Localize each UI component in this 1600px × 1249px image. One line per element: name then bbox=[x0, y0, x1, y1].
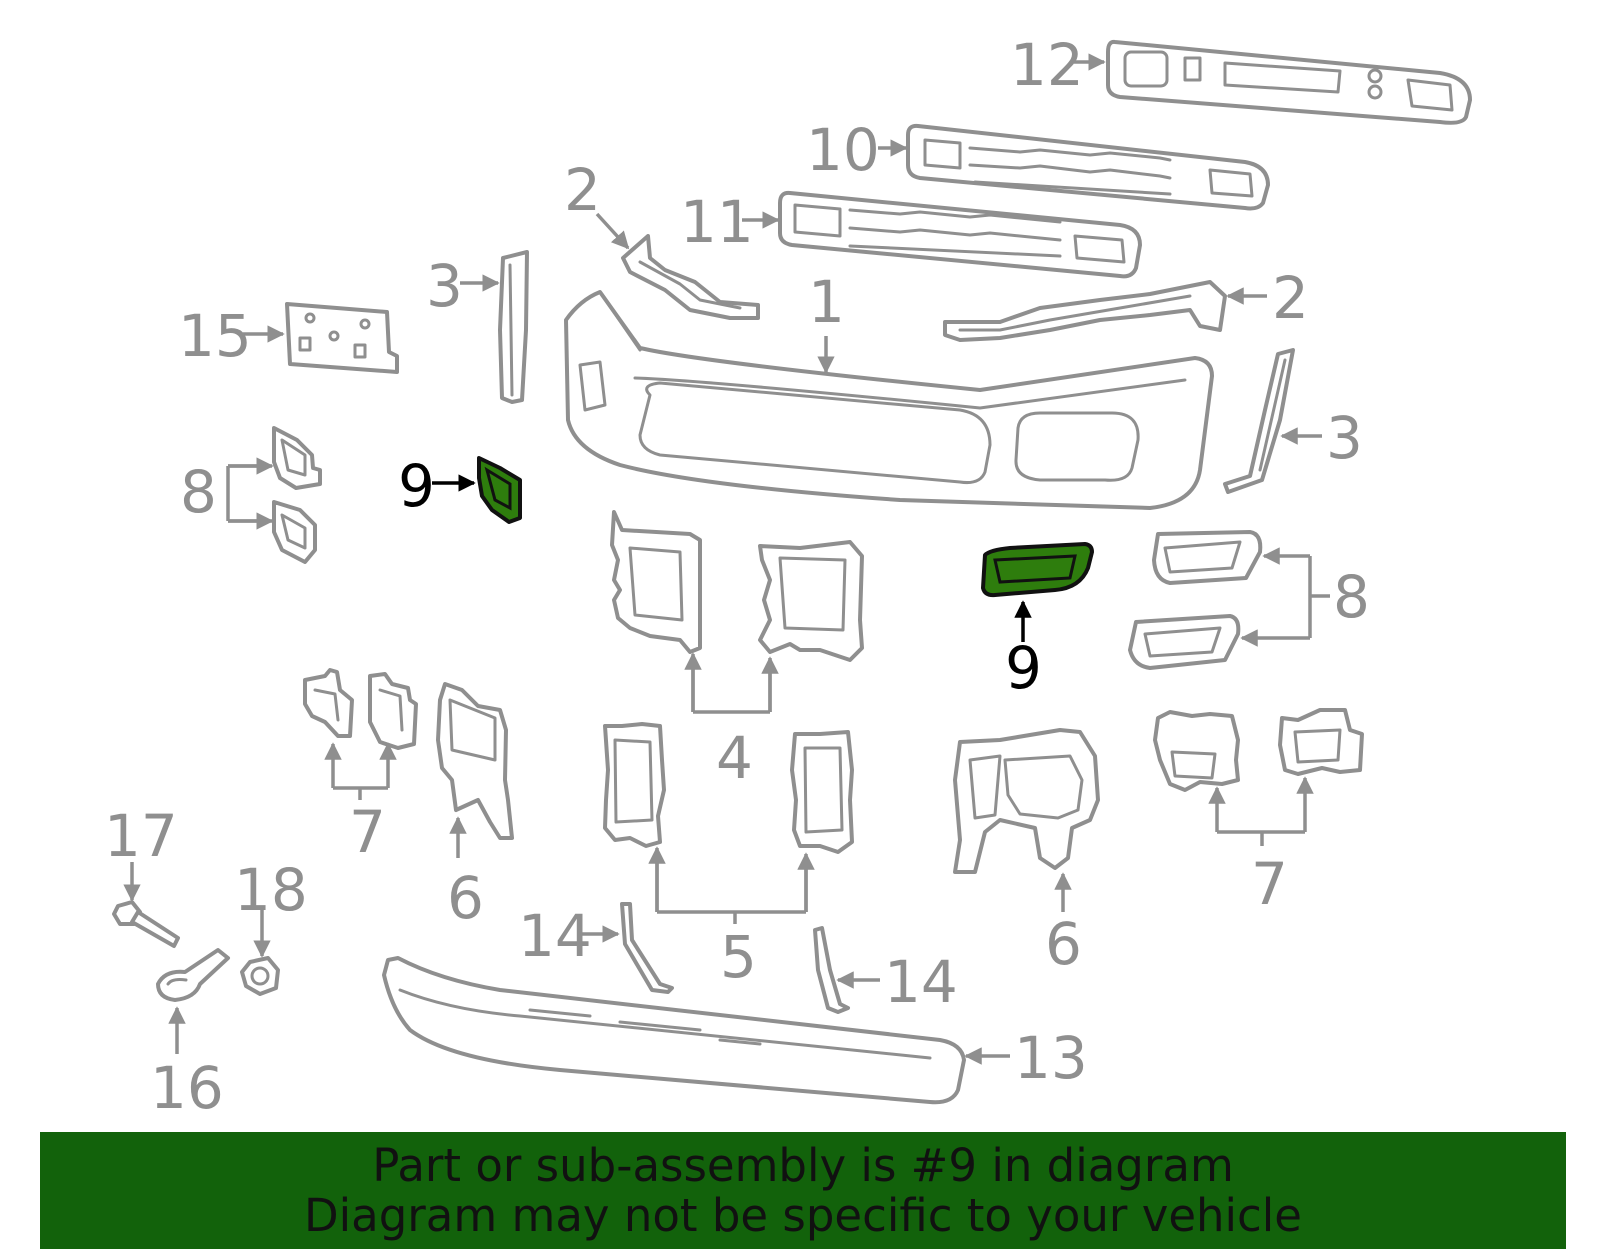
callout-9-left: 9 bbox=[398, 452, 435, 520]
part-5-lower-brackets bbox=[603, 722, 854, 854]
part-6-left-support bbox=[436, 682, 514, 840]
part-11-lower-grille bbox=[778, 190, 1142, 279]
callout-2-right: 2 bbox=[1272, 264, 1309, 332]
part-14-right-brace bbox=[813, 926, 850, 1014]
callout-8-left: 8 bbox=[180, 458, 217, 526]
leader-2-left bbox=[595, 212, 630, 250]
part-12-upper-grille-bezel bbox=[1106, 39, 1472, 125]
callout-6-left: 6 bbox=[447, 864, 484, 932]
leader-8-left bbox=[226, 464, 270, 523]
part-2-left-bracket bbox=[621, 234, 760, 320]
callout-7-right: 7 bbox=[1251, 850, 1288, 918]
callout-10: 10 bbox=[806, 116, 880, 184]
callout-14-right: 14 bbox=[884, 948, 958, 1016]
part-8-right-fog-bezels bbox=[1128, 530, 1263, 670]
callout-9-right: 9 bbox=[1005, 634, 1042, 702]
part-4-mounting-brackets bbox=[610, 510, 864, 662]
banner-line-part: Part or sub-assembly is #9 in diagram bbox=[372, 1138, 1234, 1192]
callout-14-left: 14 bbox=[518, 902, 592, 970]
part-10-grille bbox=[906, 123, 1270, 211]
callout-17: 17 bbox=[104, 802, 178, 870]
part-9-right-fog-cover bbox=[981, 542, 1094, 598]
part-15-license-bracket bbox=[285, 302, 399, 374]
part-2-right-bracket bbox=[943, 280, 1227, 342]
callout-1: 1 bbox=[808, 268, 845, 336]
part-13-valance bbox=[382, 956, 966, 1105]
part-18-nut bbox=[240, 956, 280, 996]
callout-2-left: 2 bbox=[564, 156, 601, 224]
callout-3-right: 3 bbox=[1326, 404, 1363, 472]
leader-8-right bbox=[1308, 556, 1330, 638]
callout-6-right: 6 bbox=[1045, 910, 1082, 978]
callout-11: 11 bbox=[680, 188, 754, 256]
part-6-right-support bbox=[953, 728, 1100, 874]
part-14-left-brace bbox=[620, 902, 674, 994]
callout-18: 18 bbox=[234, 856, 308, 924]
banner-line-disclaimer: Diagram may not be specific to your vehi… bbox=[304, 1188, 1302, 1242]
part-3-left-brace bbox=[498, 250, 529, 404]
callout-15: 15 bbox=[178, 302, 252, 370]
part-7-left-brackets bbox=[303, 668, 418, 750]
part-17-bolt bbox=[112, 900, 180, 948]
info-banner-bg bbox=[40, 1132, 1566, 1249]
callout-16: 16 bbox=[150, 1054, 224, 1122]
leader-5 bbox=[655, 850, 808, 914]
callout-8-right: 8 bbox=[1333, 563, 1370, 631]
callout-13: 13 bbox=[1014, 1024, 1088, 1092]
part-3-right-brace bbox=[1223, 348, 1295, 494]
part-7-right-brackets bbox=[1153, 708, 1364, 792]
callout-5: 5 bbox=[720, 923, 757, 991]
callout-3-left: 3 bbox=[426, 252, 463, 320]
part-8-left-fog-bezels bbox=[272, 426, 322, 564]
callout-7-left: 7 bbox=[349, 798, 386, 866]
info-banner: Part or sub-assembly is #9 in diagram Di… bbox=[40, 1132, 1566, 1249]
part-16-clip bbox=[156, 948, 230, 1002]
callout-12: 12 bbox=[1010, 31, 1084, 99]
part-9-left-fog-cover bbox=[477, 456, 522, 524]
part-1-bumper-face-bar bbox=[564, 290, 1214, 510]
leader-4 bbox=[691, 656, 772, 714]
callout-4: 4 bbox=[716, 724, 753, 792]
